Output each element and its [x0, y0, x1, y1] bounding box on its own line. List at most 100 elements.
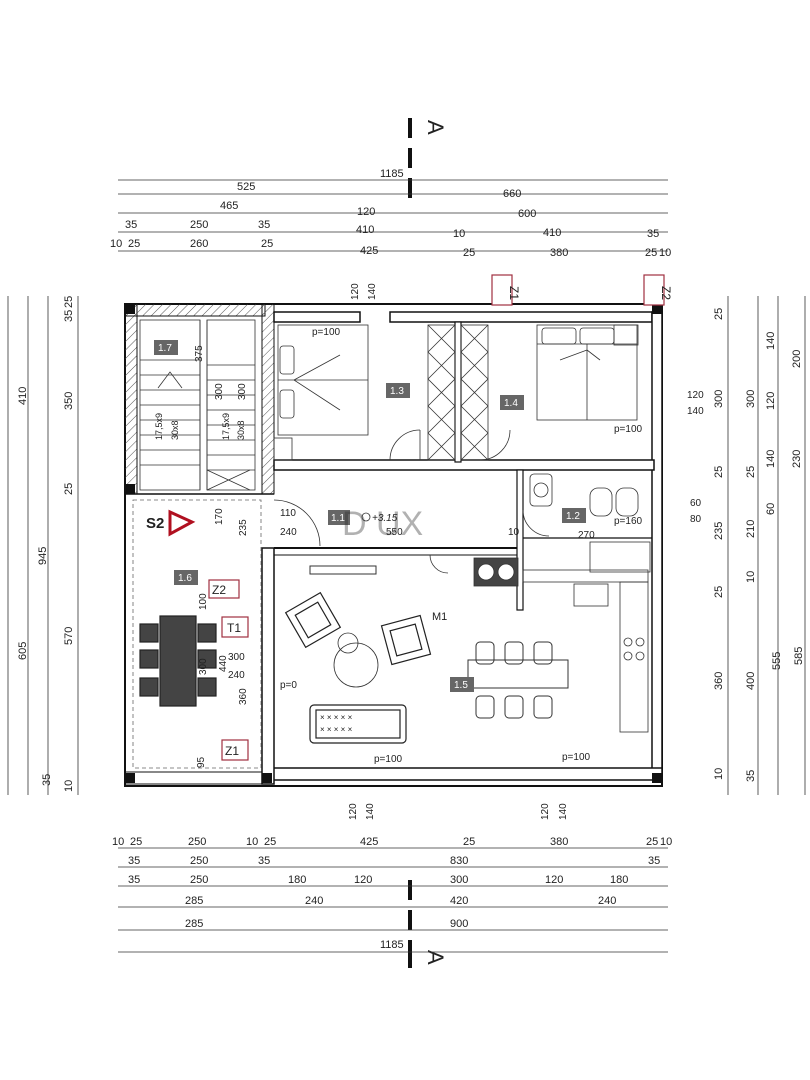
room-badges: 1.7 1.3 1.4 1.1 1.2 1.6 1.5 — [154, 340, 586, 692]
dim-right-300b: 300 — [745, 390, 757, 408]
dim-bot-120b: 120 — [545, 874, 563, 886]
win-label-120-r14: 120 — [687, 390, 704, 401]
room-label-1-6: 1.6 — [178, 573, 192, 584]
dim-left-25: 25 — [63, 483, 75, 495]
win-label-140-bot1: 140 — [365, 803, 376, 820]
sill-label-1-5a: p=0 — [280, 680, 297, 691]
terrace-table — [139, 615, 217, 707]
elevation-marker-icon — [361, 512, 371, 522]
staircase — [139, 319, 256, 491]
tag-s2: S2 — [146, 515, 164, 532]
dim-bot-10b: 10 — [246, 836, 258, 848]
win-label-140-bot2: 140 — [558, 803, 569, 820]
dim-top-35c: 35 — [647, 228, 659, 240]
dim-top-425: 425 — [360, 245, 378, 257]
dim-right-25b: 25 — [713, 466, 725, 478]
sill-label-1-5c: p=100 — [562, 752, 591, 763]
dim-right-25c: 25 — [713, 586, 725, 598]
dim-bot-35b: 35 — [258, 855, 270, 867]
dim-right-60: 60 — [765, 503, 777, 515]
hall-len550: 550 — [386, 527, 403, 538]
bed-room-1-3 — [273, 324, 511, 461]
watermark: D UX — [342, 505, 423, 543]
hall-d235: 235 — [238, 519, 249, 536]
win-label-120-top: 120 — [350, 283, 361, 300]
dim-bot-180a: 180 — [288, 874, 306, 886]
dim-bot-25d: 25 — [646, 836, 658, 848]
hall-elevation: +3.15 — [372, 513, 398, 524]
tag-z2-mid: Z2 — [212, 583, 226, 597]
bed-room-1-4 — [536, 324, 639, 421]
room-label-1-4: 1.4 — [504, 398, 518, 409]
dim-right-210: 210 — [745, 520, 757, 538]
dim-top-25c: 25 — [463, 247, 475, 259]
hall-w110: 110 — [280, 508, 296, 519]
dim-top-35a: 35 — [125, 219, 137, 231]
exterior-walls — [124, 303, 663, 787]
dim-bot-25b: 25 — [264, 836, 276, 848]
dim-top-25a: 25 — [128, 238, 140, 250]
dining-table — [467, 641, 569, 719]
win-label-140-top: 140 — [367, 283, 378, 300]
stair-label-c: 17,5x9 — [221, 413, 231, 440]
hall-d10: 10 — [508, 527, 520, 538]
win-label-60-bath: 60 — [690, 498, 702, 509]
element-tags: Z1 Z2 Z2 T1 Z1 M1 — [208, 274, 673, 761]
dim-bot-25c: 25 — [463, 836, 475, 848]
tag-z1-bottom: Z1 — [225, 744, 239, 758]
living-door-swing — [429, 554, 449, 574]
dim-top-380: 380 — [550, 247, 568, 259]
dim-right-235: 235 — [713, 522, 725, 540]
win-label-120-bot1: 120 — [348, 803, 359, 820]
dim-top-10c: 10 — [659, 247, 671, 259]
stair-label-d: 30x8 — [236, 420, 246, 440]
left-dimension-lines — [7, 296, 79, 795]
svg-text:× × × × ×: × × × × × — [320, 725, 353, 734]
dim-top-525: 525 — [237, 181, 255, 193]
wall-label-95: 95 — [196, 756, 207, 768]
win-label-120-bot2: 120 — [540, 803, 551, 820]
dim-left-945: 945 — [37, 547, 49, 565]
dim-right-10b: 10 — [745, 571, 757, 583]
sill-label-1-4: p=100 — [614, 424, 643, 435]
dim-bot-830: 830 — [450, 855, 468, 867]
bottom-dimension-lines — [118, 847, 668, 953]
dim-top-10b: 10 — [110, 238, 122, 250]
dim-top-1185: 1185 — [380, 168, 404, 180]
coffee-table — [333, 632, 379, 688]
room-label-1-7: 1.7 — [158, 343, 172, 354]
right-dimension-lines — [727, 296, 806, 795]
top-dimension-lines — [118, 179, 668, 252]
armchair-right — [380, 614, 432, 666]
dim-left-35b: 35 — [41, 774, 53, 786]
dim-bot-10a: 10 — [112, 836, 124, 848]
dim-left-10: 10 — [63, 780, 75, 792]
room-label-1-1: 1.1 — [331, 513, 345, 524]
dim-right-585: 585 — [793, 647, 805, 665]
dim-right-300a: 300 — [713, 390, 725, 408]
dim-right-140b: 140 — [765, 450, 777, 468]
dim-left-350: 350 — [63, 392, 75, 410]
hall-d170: 170 — [214, 508, 225, 525]
svg-text:× × × × ×: × × × × × — [320, 713, 353, 722]
dim-bot-300: 300 — [450, 874, 468, 886]
dim-bot-120a: 120 — [354, 874, 372, 886]
dim-top-600: 600 — [518, 208, 536, 220]
hall-door-swing — [273, 499, 321, 547]
dim-top-120: 120 — [357, 206, 375, 218]
dim-right-10: 10 — [713, 768, 725, 780]
dim-bot-285b: 285 — [185, 918, 203, 930]
wardrobes — [427, 324, 489, 461]
sill-label-1-2: p=160 — [614, 516, 643, 527]
tag-m1: M1 — [432, 611, 447, 623]
dim-left-570: 570 — [63, 627, 75, 645]
dim-bot-35c: 35 — [648, 855, 660, 867]
dim-right-35: 35 — [745, 770, 757, 782]
dim-top-250: 250 — [190, 219, 208, 231]
wall-label-240: 240 — [228, 670, 245, 681]
tv-unit — [309, 565, 377, 575]
dim-bot-240b: 240 — [598, 895, 616, 907]
corner-posts — [125, 304, 662, 783]
dim-top-25b: 25 — [261, 238, 273, 250]
dim-left-35a: 35 — [63, 310, 75, 322]
